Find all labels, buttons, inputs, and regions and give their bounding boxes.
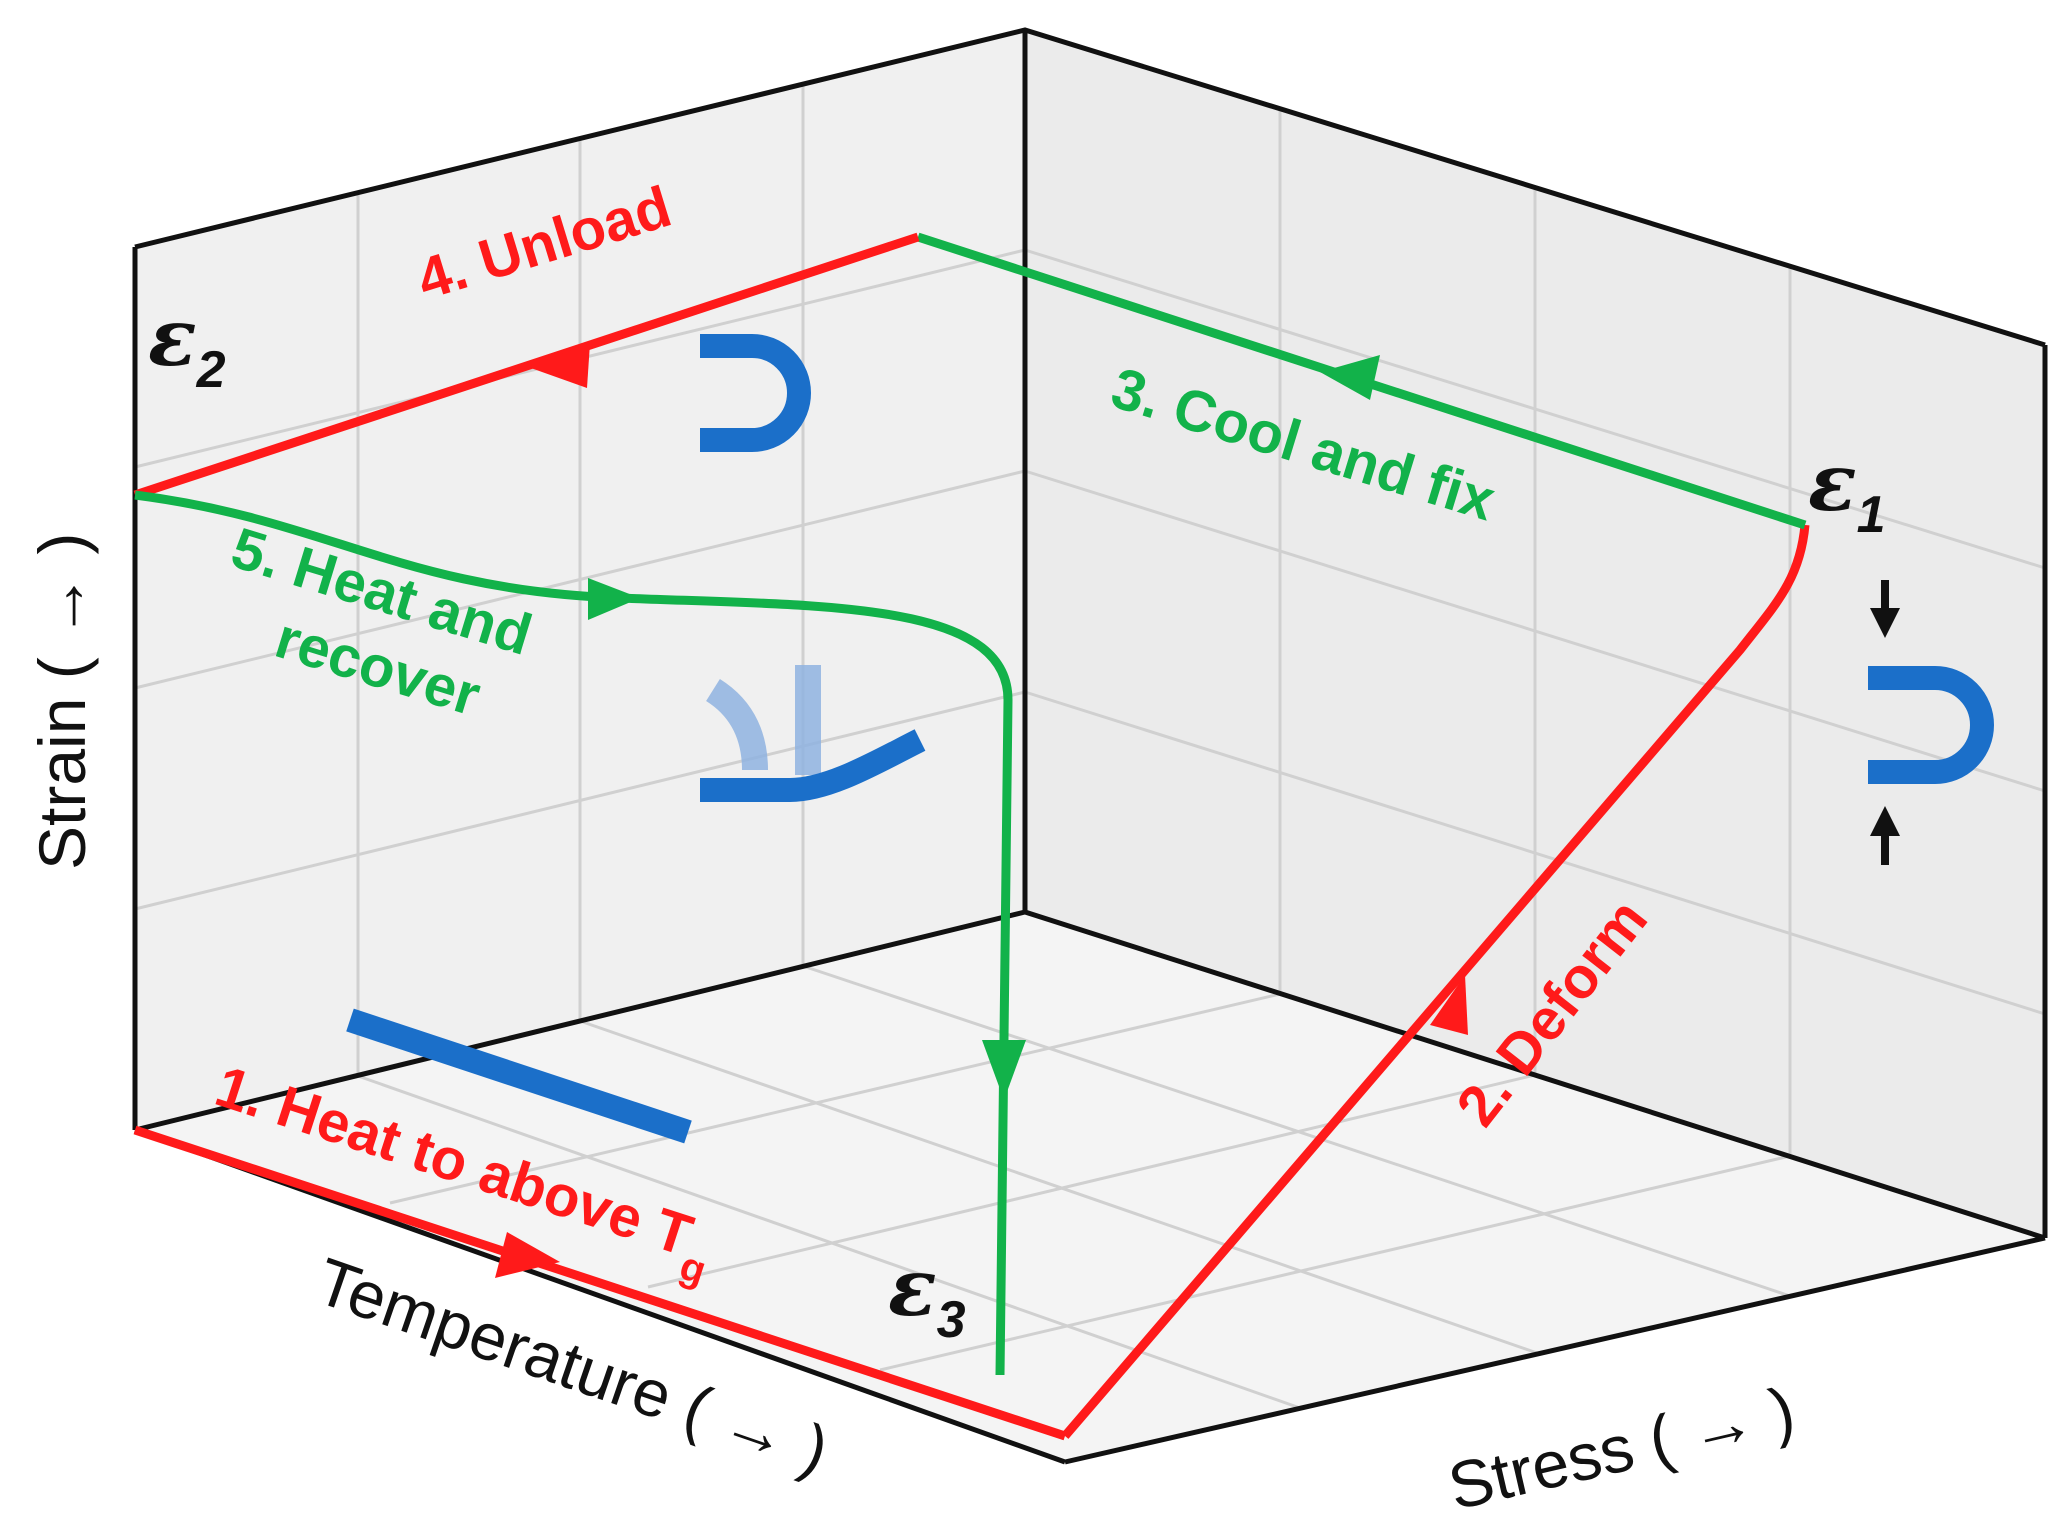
step3-cool-path [916, 232, 1807, 530]
back-walls [135, 30, 2045, 1462]
step5-direction-arrow [588, 578, 640, 620]
stress-axis-label: Stress ( → ) [1442, 1372, 1802, 1523]
floor [135, 912, 2045, 1462]
strain-e2-label: ε2 [148, 290, 226, 399]
step5-recover-path [134, 490, 1026, 1376]
compressed-specimen-icon [1868, 666, 1994, 784]
step1-heat-path [133, 1125, 1067, 1441]
bent-specimen-icon [700, 334, 811, 452]
flat-specimen-icon [346, 1008, 692, 1144]
recovering-specimen-icon [700, 665, 926, 802]
step4-unload-path [133, 232, 920, 500]
step1-direction-arrow [495, 1232, 560, 1278]
strain-e3-label: ε3 [888, 1240, 966, 1349]
step5-down-arrow [982, 1040, 1026, 1100]
strain-e1-label: ε1 [1808, 435, 1886, 544]
step2-deform-path [1061, 524, 1810, 1439]
strain-axis-label: Strain ( → ) [25, 533, 99, 870]
grid [134, 84, 2046, 1410]
step2-direction-arrow [1430, 975, 1468, 1035]
step3-direction-arrow [1320, 355, 1380, 400]
step4-direction-arrow [528, 343, 590, 388]
compression-arrow-icon [1870, 580, 1900, 865]
